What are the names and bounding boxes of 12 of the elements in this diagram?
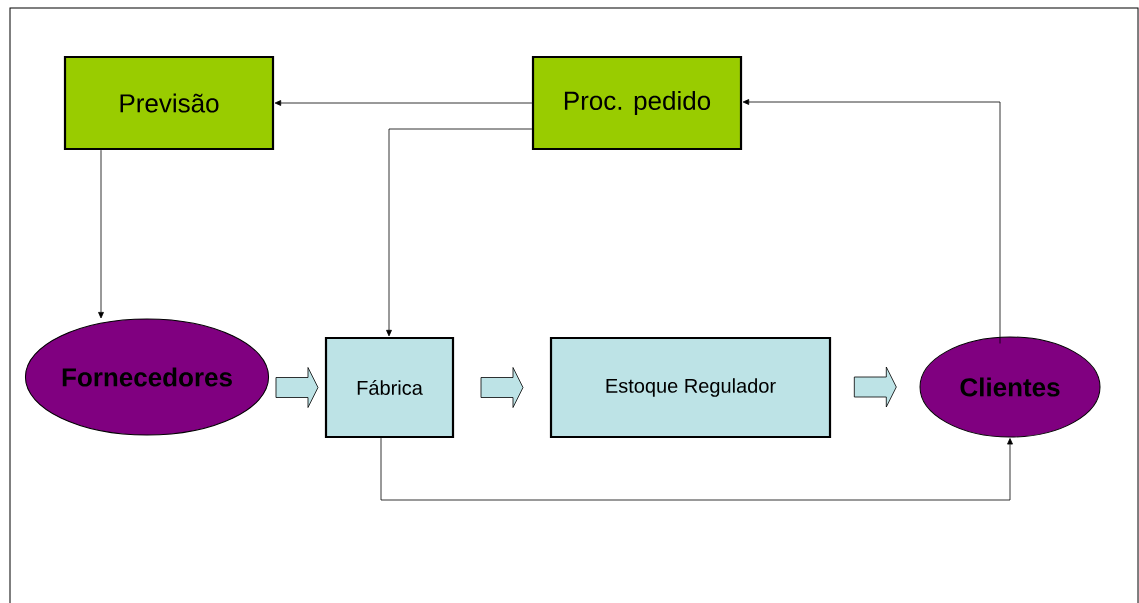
process-box: Fábrica bbox=[324, 336, 455, 439]
arrow bbox=[380, 437, 1013, 501]
process-box: Proc. pedido bbox=[531, 55, 743, 151]
block-arrow bbox=[480, 367, 524, 408]
process-box: Estoque Regulador bbox=[549, 336, 832, 439]
arrow bbox=[386, 128, 533, 337]
process-box: Previsão bbox=[63, 55, 275, 151]
block-arrow bbox=[853, 366, 897, 408]
arrow bbox=[274, 100, 533, 106]
arrow bbox=[742, 99, 1001, 344]
arrow bbox=[98, 149, 104, 319]
block-arrow bbox=[275, 367, 319, 408]
